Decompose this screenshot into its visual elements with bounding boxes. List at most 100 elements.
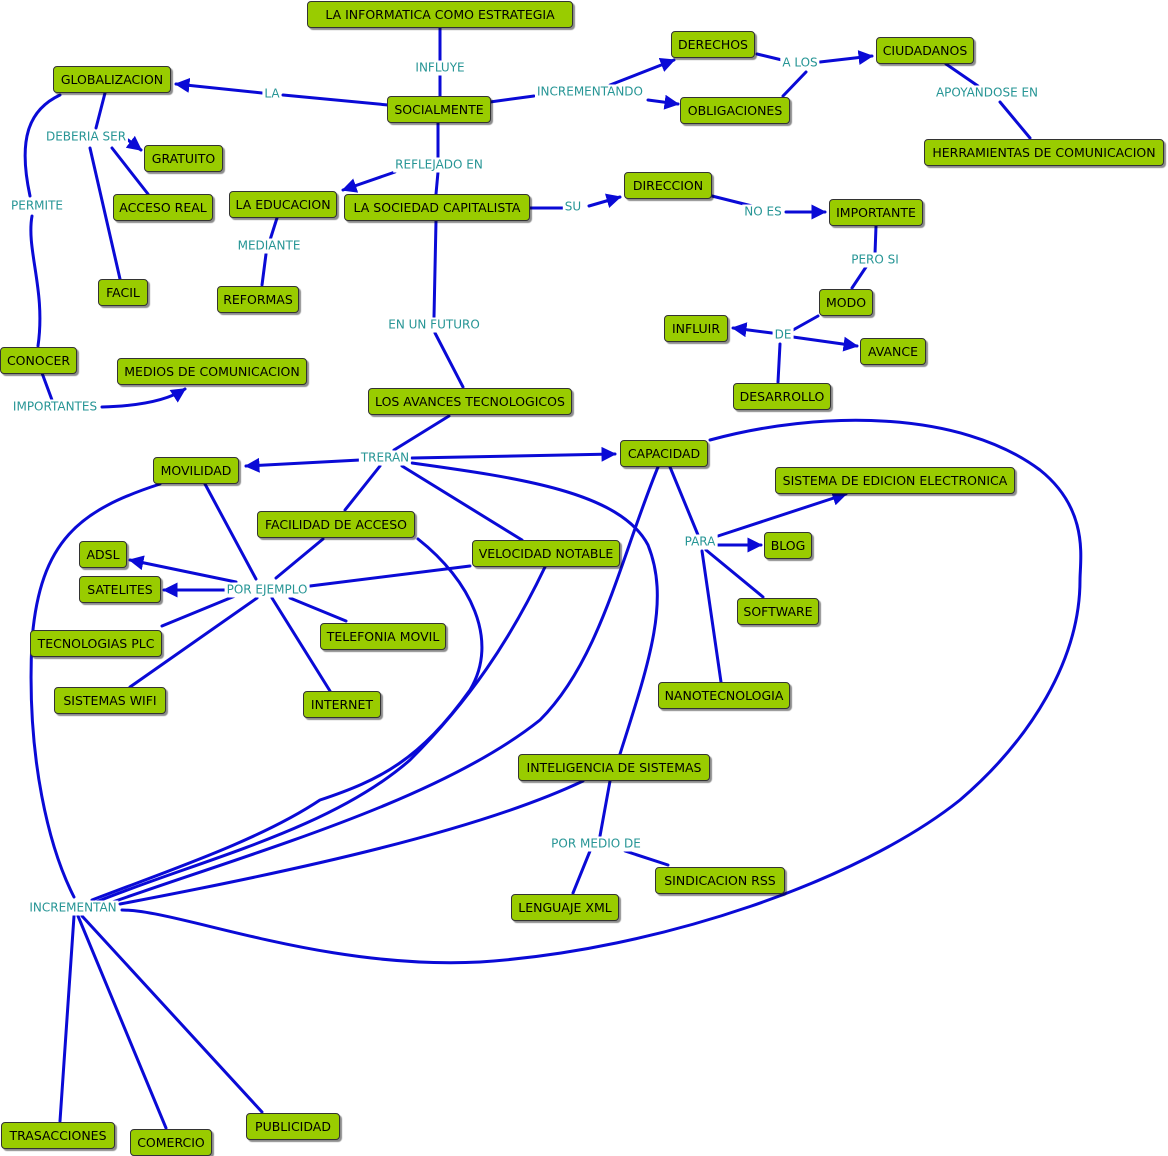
link-porejemplo-internet bbox=[270, 596, 332, 693]
link-ciudadanos-apoyandose bbox=[944, 62, 980, 88]
link-socialmente-incrementando bbox=[488, 94, 536, 104]
node-medios[interactable]: MEDIOS DE COMUNICACION bbox=[117, 358, 307, 385]
node-desarrollo[interactable]: DESARROLLO bbox=[733, 383, 831, 410]
link-globalizacion-permite bbox=[23, 93, 62, 198]
node-sociedad[interactable]: LA SOCIEDAD CAPITALISTA bbox=[344, 194, 530, 221]
label-pero-si: PERO SI bbox=[849, 252, 901, 268]
link-importante-perosi bbox=[873, 224, 878, 256]
label-a-los: A LOS bbox=[780, 55, 820, 71]
node-conocer[interactable]: CONOCER bbox=[0, 347, 77, 374]
label-incrementando: INCREMENTANDO bbox=[535, 84, 645, 100]
link-porejemplo-telefonia bbox=[288, 596, 348, 623]
link-educacion-mediante bbox=[268, 216, 279, 242]
node-ciudadanos[interactable]: CIUDADANOS bbox=[876, 37, 974, 64]
label-la: LA bbox=[262, 86, 282, 102]
link-facilidad-porejemplo bbox=[274, 537, 325, 580]
node-comercio[interactable]: COMERCIO bbox=[130, 1129, 212, 1156]
label-de: DE bbox=[772, 327, 794, 343]
link-treran-inteligencia bbox=[410, 461, 659, 756]
link-mediante-reformas bbox=[260, 252, 268, 287]
label-su: SU bbox=[562, 199, 584, 215]
link-capacidad-loop-incrementan bbox=[120, 418, 1083, 965]
node-capacidad[interactable]: CAPACIDAD bbox=[620, 440, 708, 467]
link-su-direccion bbox=[587, 193, 622, 208]
link-inteligencia-incrementan bbox=[118, 779, 585, 906]
node-software[interactable]: SOFTWARE bbox=[737, 598, 819, 625]
node-acceso-real[interactable]: ACCESO REAL bbox=[113, 194, 213, 221]
node-internet[interactable]: INTERNET bbox=[303, 691, 381, 718]
label-deberia-ser: DEBERIA SER bbox=[43, 129, 129, 145]
link-treran-velocidad bbox=[400, 464, 524, 542]
node-modo[interactable]: MODO bbox=[819, 289, 873, 316]
node-movilidad[interactable]: MOVILIDAD bbox=[153, 457, 239, 484]
label-influye: INFLUYE bbox=[413, 60, 467, 76]
node-derechos[interactable]: DERECHOS bbox=[671, 31, 755, 58]
link-avances-treran bbox=[392, 414, 451, 452]
link-obligaciones-alos bbox=[781, 70, 808, 98]
node-velocidad[interactable]: VELOCIDAD NOTABLE bbox=[472, 540, 620, 567]
link-para-nanotecnologia bbox=[700, 549, 723, 684]
label-treran: TRERAN bbox=[358, 450, 412, 466]
link-pormedio-xml bbox=[571, 849, 592, 895]
link-socialmente-la bbox=[281, 93, 390, 107]
link-incrementando-obligaciones bbox=[646, 94, 680, 110]
link-velocidad-porejemplo bbox=[308, 564, 472, 588]
link-porejemplo-plc bbox=[160, 594, 237, 628]
link-incrementando-derechos bbox=[608, 57, 676, 87]
link-inteligencia-pormedio bbox=[598, 779, 612, 838]
label-incrementan: INCREMENTAN bbox=[27, 900, 119, 916]
node-facil[interactable]: FACIL bbox=[98, 279, 148, 306]
node-avances[interactable]: LOS AVANCES TECNOLOGICOS bbox=[368, 388, 572, 415]
link-capacidad-incrementan bbox=[102, 465, 660, 907]
node-direccion[interactable]: DIRECCION bbox=[624, 172, 712, 199]
link-reflejado-sociedad bbox=[434, 170, 440, 196]
node-adsl[interactable]: ADSL bbox=[79, 541, 127, 568]
node-sistema-edicion[interactable]: SISTEMA DE EDICION ELECTRONICA bbox=[775, 467, 1015, 494]
node-facilidad[interactable]: FACILIDAD DE ACCESO bbox=[257, 511, 415, 538]
node-globalizacion[interactable]: GLOBALIZACION bbox=[53, 66, 171, 93]
link-conocer-importantes bbox=[40, 371, 54, 402]
node-influir[interactable]: INFLUIR bbox=[664, 315, 728, 342]
node-nanotecnologia[interactable]: NANOTECNOLOGIA bbox=[658, 682, 790, 709]
node-satelites[interactable]: SATELITES bbox=[79, 576, 161, 603]
node-rss[interactable]: SINDICACION RSS bbox=[655, 867, 785, 894]
link-reflejado-educacion bbox=[341, 170, 397, 193]
link-de-avance bbox=[791, 335, 859, 352]
link-treran-facilidad bbox=[343, 464, 382, 512]
node-plc[interactable]: TECNOLOGIAS PLC bbox=[30, 630, 162, 657]
link-la-globalizacion bbox=[174, 77, 264, 95]
node-blog[interactable]: BLOG bbox=[764, 532, 812, 559]
node-reformas[interactable]: REFORMAS bbox=[217, 286, 299, 313]
link-capacidad-para bbox=[668, 465, 700, 537]
label-reflejado-en: REFLEJADO EN bbox=[393, 157, 485, 173]
node-telefonia[interactable]: TELEFONIA MOVIL bbox=[320, 623, 446, 650]
link-velocidad-incrementan bbox=[94, 565, 547, 904]
link-direccion-noes bbox=[710, 194, 754, 208]
node-xml[interactable]: LENGUAJE XML bbox=[511, 894, 619, 921]
link-alos-ciudadanos bbox=[818, 50, 874, 65]
link-deberia-acceso bbox=[110, 146, 150, 196]
link-para-sistema bbox=[716, 491, 848, 538]
node-gratuito[interactable]: GRATUITO bbox=[144, 145, 223, 172]
node-informatica[interactable]: LA INFORMATICA COMO ESTRATEGIA bbox=[307, 1, 573, 28]
link-pormedio-rss bbox=[623, 849, 670, 867]
node-obligaciones[interactable]: OBLIGACIONES bbox=[680, 97, 790, 124]
node-inteligencia[interactable]: INTELIGENCIA DE SISTEMAS bbox=[518, 754, 710, 781]
link-modo-de bbox=[791, 314, 820, 332]
node-avance[interactable]: AVANCE bbox=[860, 338, 926, 365]
link-incrementan-trasacciones bbox=[58, 914, 76, 1123]
node-herramientas[interactable]: HERRAMIENTAS DE COMUNICACION bbox=[924, 139, 1164, 166]
node-wifi[interactable]: SISTEMAS WIFI bbox=[54, 687, 166, 714]
label-mediante: MEDIANTE bbox=[235, 238, 303, 254]
node-importante[interactable]: IMPORTANTE bbox=[829, 199, 923, 226]
link-perosi-modo bbox=[850, 265, 868, 290]
link-treran-capacidad bbox=[410, 446, 617, 462]
link-incrementan-comercio bbox=[76, 914, 168, 1130]
node-educacion[interactable]: LA EDUCACION bbox=[229, 191, 337, 218]
link-deberia-facil bbox=[88, 146, 122, 281]
node-trasacciones[interactable]: TRASACCIONES bbox=[1, 1122, 115, 1149]
label-apoyandose: APOYANDOSE EN bbox=[933, 85, 1041, 101]
node-socialmente[interactable]: SOCIALMENTE bbox=[387, 96, 491, 123]
node-publicidad[interactable]: PUBLICIDAD bbox=[246, 1113, 340, 1140]
